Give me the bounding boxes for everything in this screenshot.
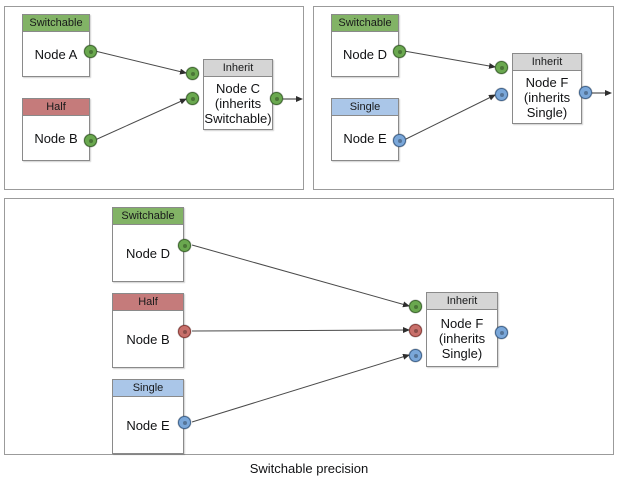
node-c-body: Node C (inherits Switchable) (204, 80, 272, 126)
node-f-input-port-2[interactable] (495, 88, 508, 101)
node-c-input-port-2[interactable] (186, 92, 199, 105)
node-f2-input-port-1[interactable] (409, 300, 422, 313)
node-a[interactable]: Switchable Node A (22, 14, 90, 77)
node-e-header: Single (332, 99, 398, 116)
node-e2[interactable]: Single Node E (112, 379, 184, 454)
node-a-header: Switchable (23, 15, 89, 32)
node-a-body: Node A (34, 46, 78, 62)
node-b-output-port[interactable] (84, 134, 97, 147)
node-f-header: Inherit (513, 54, 581, 71)
node-d-header: Switchable (332, 15, 398, 32)
node-e-output-port[interactable] (393, 134, 406, 147)
node-f2[interactable]: Inherit Node F (inherits Single) (426, 292, 498, 367)
panel-bottom (4, 198, 614, 455)
node-b2[interactable]: Half Node B (112, 293, 184, 368)
node-d2-output-port[interactable] (178, 239, 191, 252)
node-d2-body: Node D (125, 245, 171, 261)
node-f-body: Node F (inherits Single) (523, 74, 571, 120)
node-c-output-port[interactable] (270, 92, 283, 105)
node-b2-body: Node B (126, 331, 170, 347)
node-f2-header: Inherit (427, 293, 497, 310)
node-e2-header: Single (113, 380, 183, 397)
node-d-body: Node D (342, 46, 388, 62)
node-f2-output-port[interactable] (495, 326, 508, 339)
node-e-body: Node E (343, 130, 387, 146)
node-f2-input-port-3[interactable] (409, 349, 422, 362)
node-d-output-port[interactable] (393, 45, 406, 58)
node-b2-output-port[interactable] (178, 325, 191, 338)
node-b-body: Node B (34, 130, 78, 146)
node-e2-body: Node E (126, 417, 170, 433)
node-b[interactable]: Half Node B (22, 98, 90, 161)
node-f2-input-port-2[interactable] (409, 324, 422, 337)
node-b2-header: Half (113, 294, 183, 311)
node-c[interactable]: Inherit Node C (inherits Switchable) (203, 59, 273, 130)
node-f2-body: Node F (inherits Single) (438, 315, 486, 361)
node-f-input-port-1[interactable] (495, 61, 508, 74)
node-e2-output-port[interactable] (178, 416, 191, 429)
node-d[interactable]: Switchable Node D (331, 14, 399, 77)
node-d2[interactable]: Switchable Node D (112, 207, 184, 282)
node-f-output-port[interactable] (579, 86, 592, 99)
node-c-header: Inherit (204, 60, 272, 77)
diagram-caption: Switchable precision (249, 461, 369, 476)
node-d2-header: Switchable (113, 208, 183, 225)
node-c-input-port-1[interactable] (186, 67, 199, 80)
node-e[interactable]: Single Node E (331, 98, 399, 161)
node-f[interactable]: Inherit Node F (inherits Single) (512, 53, 582, 124)
node-b-header: Half (23, 99, 89, 116)
node-a-output-port[interactable] (84, 45, 97, 58)
